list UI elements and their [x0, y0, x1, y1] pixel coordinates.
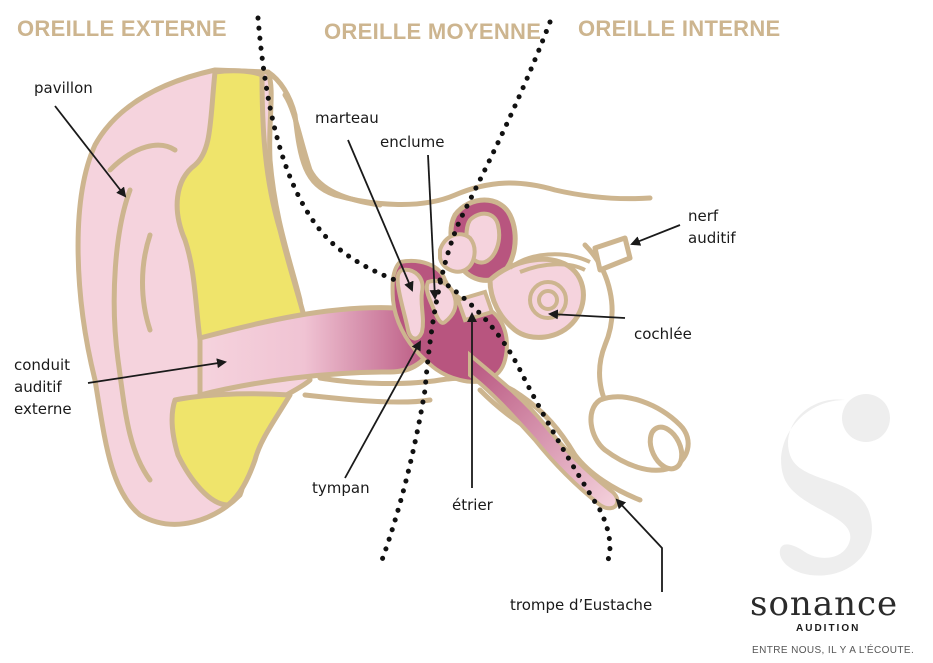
- leader-arrows: [54, 105, 681, 592]
- divider-right: [437, 277, 613, 563]
- label-conduit-line2: auditif: [14, 378, 62, 396]
- inner-ear: [438, 197, 591, 340]
- brand-tagline: ENTRE NOUS, IL Y A L’ÉCOUTE.: [752, 643, 914, 656]
- arrow-nerf: [630, 224, 681, 246]
- label-pavillon: pavillon: [34, 79, 93, 97]
- divider-left: [255, 15, 398, 283]
- label-cochlee: cochlée: [634, 325, 692, 343]
- arrow-tympan: [344, 340, 421, 479]
- arrow-conduit: [87, 358, 227, 384]
- arrow-cochlee: [548, 309, 626, 320]
- malleus: [395, 267, 425, 341]
- section-title-outer: OREILLE EXTERNE: [17, 16, 227, 41]
- brand-logo: sonance AUDITION ENTRE NOUS, IL Y A L’ÉC…: [750, 584, 914, 656]
- label-marteau: marteau: [315, 109, 379, 127]
- label-enclume: enclume: [380, 133, 445, 151]
- eustachian-tube: [468, 350, 691, 511]
- label-trompe: trompe d’Eustache: [510, 596, 652, 614]
- brand-sub: AUDITION: [796, 623, 860, 634]
- arrow-pavillon: [54, 105, 127, 198]
- label-nerf-line1: nerf: [688, 207, 719, 225]
- label-tympan: tympan: [312, 479, 370, 497]
- brand-watermark: [779, 394, 890, 576]
- label-conduit-line1: conduit: [14, 356, 70, 374]
- label-nerf-line2: auditif: [688, 229, 736, 247]
- concha-wax: [169, 68, 308, 508]
- label-conduit-line3: externe: [14, 400, 72, 418]
- labels: pavillon conduit auditif externe marteau…: [14, 79, 736, 614]
- arrow-enclume: [427, 154, 440, 300]
- arrow-marteau: [347, 139, 414, 292]
- section-title-inner: OREILLE INTERNE: [578, 16, 781, 41]
- brand-name: sonance: [750, 584, 898, 624]
- label-etrier: étrier: [452, 496, 494, 514]
- section-title-middle: OREILLE MOYENNE: [324, 19, 541, 44]
- auditory-nerve: [592, 235, 633, 273]
- arrow-trompe: [615, 498, 663, 592]
